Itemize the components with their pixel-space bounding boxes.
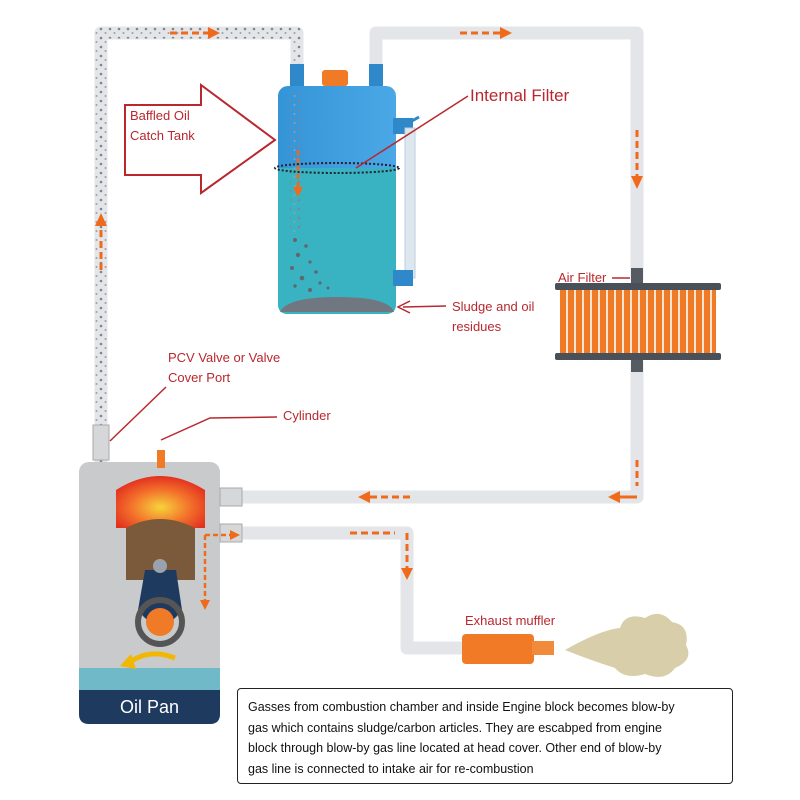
pcv-valve-label-line: PCV Valve or Valve — [168, 350, 281, 365]
baffled-tank-label-line: Baffled Oil — [130, 108, 190, 123]
exhaust-muffler — [462, 634, 554, 664]
flow-arrow — [358, 491, 410, 503]
description-box: Gasses from combustion chamber and insid… — [237, 688, 733, 784]
flow-arrow — [95, 213, 107, 270]
oil-flow-arrow — [128, 651, 176, 665]
exhaust-muffler-label: Exhaust muffler — [465, 613, 556, 628]
sludge-label: Sludge and oil residues — [452, 297, 534, 337]
baffled-tank-callout-arrow — [124, 83, 277, 195]
sludge-leader — [396, 300, 447, 314]
flow-arrow — [350, 531, 413, 580]
description-line: block through blow-by gas line located a… — [248, 741, 662, 755]
engine-block — [79, 424, 243, 724]
flow-arrow — [608, 460, 639, 503]
internal-filter-leader — [355, 95, 469, 169]
air-filter-pleats — [566, 290, 712, 353]
sludge-label-line: residues — [452, 319, 502, 334]
cylinder-leader — [160, 416, 278, 441]
air-filter-label: Air Filter — [558, 270, 607, 285]
pcv-valve-label-line: Cover Port — [168, 370, 231, 385]
pcv-valve-label: PCV Valve or Valve Cover Port — [168, 348, 280, 388]
baffled-tank-label-line: Catch Tank — [130, 128, 195, 143]
oil-pan-label: Oil Pan — [119, 697, 180, 717]
combustion-chamber — [116, 476, 205, 528]
flow-arrow — [460, 27, 512, 39]
description-line: Gasses from combustion chamber and insid… — [248, 700, 675, 714]
internal-filter-mesh — [274, 162, 400, 174]
exhaust-pipe — [240, 526, 465, 655]
crankshaft — [146, 608, 174, 636]
description-line: gas line is connected to intake air for … — [248, 761, 534, 776]
baffled-tank-label: Baffled Oil Catch Tank — [130, 106, 206, 146]
internal-filter-label: Internal Filter — [470, 86, 570, 105]
exhaust-smoke — [565, 613, 689, 677]
oil-catch-tank — [274, 64, 420, 314]
flow-arrow — [631, 130, 643, 189]
piston — [126, 519, 195, 580]
pcv-leader — [109, 386, 167, 442]
air-filter — [555, 268, 721, 372]
cylinder-label: Cylinder — [283, 408, 331, 423]
sludge-residue — [280, 297, 394, 312]
description-line: gas which contains sludge/carbon article… — [248, 720, 662, 735]
sludge-label-line: Sludge and oil — [452, 299, 535, 314]
flow-arrow — [170, 27, 220, 39]
intake-pipe — [240, 362, 644, 504]
